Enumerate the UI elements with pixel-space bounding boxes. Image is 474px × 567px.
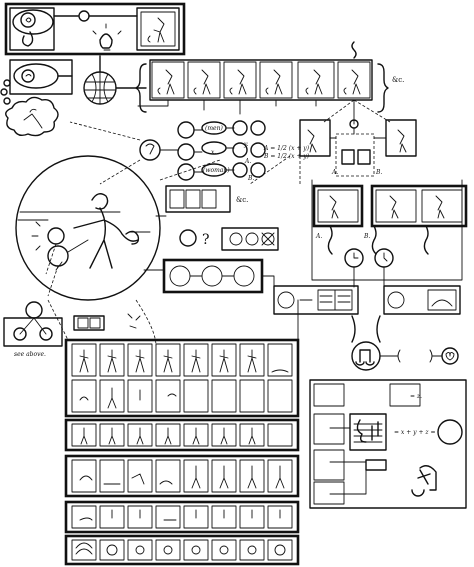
ab-choice-boxes: A. B. — [299, 119, 417, 177]
choice-mechanism: (men) (woman) x. y. A. B. A = 1/2 (x + y… — [69, 120, 310, 185]
strip-connectors — [137, 99, 391, 125]
top-frame — [4, 2, 186, 56]
listener-box: = z. = x + y + z = — [309, 379, 467, 509]
etc-top: &c. — [392, 76, 404, 84]
note-eq: = z. — [410, 393, 422, 400]
letter-a: A. — [244, 158, 251, 165]
etc-mid: &c. — [236, 196, 248, 204]
formula-b: B = 1/2 (x + y) — [263, 153, 310, 160]
connectors — [47, 155, 313, 347]
branch-b2: B. — [363, 233, 370, 240]
see-above-label: see above. — [14, 351, 46, 358]
music-circle — [351, 315, 459, 371]
branch-a2: A. — [315, 233, 322, 240]
globe — [83, 55, 147, 105]
note-sum: = x + y + z = — [394, 429, 436, 436]
oval-label-2: (woman) — [203, 167, 230, 174]
bottom-film-grid — [64, 338, 300, 566]
branch-a1: A. — [331, 169, 338, 176]
formula-a: A = 1/2 (x + y) — [263, 145, 310, 152]
ab-images: A. B. — [311, 179, 468, 288]
main-circle — [15, 155, 161, 301]
letter-x: x. — [211, 149, 216, 156]
top-film-strip: &c. — [135, 41, 404, 113]
oval-label-1: (men) — [205, 125, 223, 132]
see-above-figure: see above. — [3, 301, 141, 358]
letter-y: y. — [243, 141, 249, 148]
branch-b1: B. — [375, 169, 382, 176]
question-mark: ? — [202, 232, 210, 248]
middle-boxes: &c. ? — [129, 185, 279, 294]
left-mind-ovals — [0, 59, 73, 137]
letter-b: B. — [247, 175, 254, 182]
